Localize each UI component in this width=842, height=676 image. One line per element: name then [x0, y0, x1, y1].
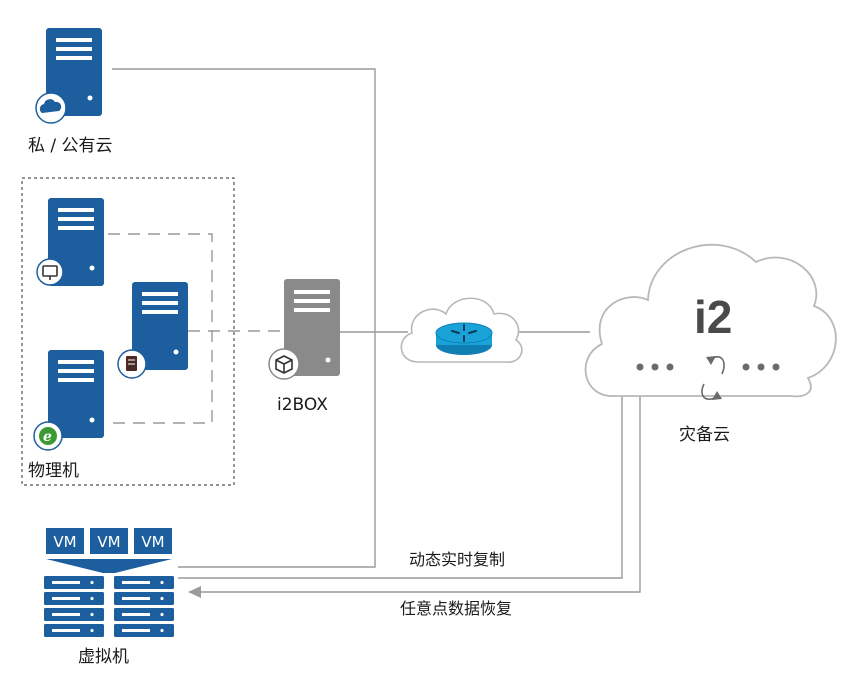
box-icon	[268, 348, 300, 380]
i2box-server	[268, 279, 340, 380]
dr-dots-left	[636, 363, 674, 371]
physical-server-desktop	[36, 198, 104, 286]
vm-funnel	[46, 559, 172, 573]
sync-arrows-icon	[701, 356, 725, 400]
dr-cloud: i2	[584, 243, 837, 400]
monitor-icon	[36, 258, 64, 286]
svg-text:e: e	[43, 429, 52, 445]
vm-tag: VM	[134, 528, 172, 554]
line-cloud-source	[112, 68, 376, 568]
cloud-source-label: 私 / 公有云	[28, 136, 113, 156]
vm-tags: VM VM VM	[46, 528, 172, 554]
router-icon	[435, 322, 493, 355]
physical-dashed-links	[108, 233, 282, 424]
vm-host-rack-left	[44, 576, 104, 637]
dr-cloud-logo: i2	[694, 291, 732, 343]
dr-cloud-label: 灾备云	[679, 425, 730, 445]
vm-tag: VM	[46, 528, 84, 554]
physical-server-notes	[117, 282, 188, 379]
physical-server-browser: e	[33, 350, 104, 451]
physical-group-boundary	[21, 177, 235, 486]
vm-tag: VM	[90, 528, 128, 554]
virtual-label: 虚拟机	[78, 647, 129, 667]
browser-icon: e	[33, 421, 63, 451]
recovery-arrowhead	[188, 586, 201, 598]
svg-text:VM: VM	[53, 533, 76, 551]
connection-lines	[112, 68, 641, 598]
line-replication	[178, 396, 623, 579]
router-cloud	[400, 297, 523, 363]
vm-host-rack-right	[114, 576, 174, 637]
document-icon	[117, 349, 147, 379]
cloud-source-server	[35, 28, 102, 124]
replication-label: 动态实时复制	[409, 550, 505, 569]
cloud-icon	[35, 92, 67, 124]
svg-text:VM: VM	[97, 533, 120, 551]
physical-label: 物理机	[28, 461, 79, 481]
svg-text:VM: VM	[141, 533, 164, 551]
recovery-label: 任意点数据恢复	[400, 599, 512, 618]
i2box-label: i2BOX	[277, 395, 328, 415]
dr-dots-right	[742, 363, 780, 371]
line-recovery	[200, 396, 641, 593]
